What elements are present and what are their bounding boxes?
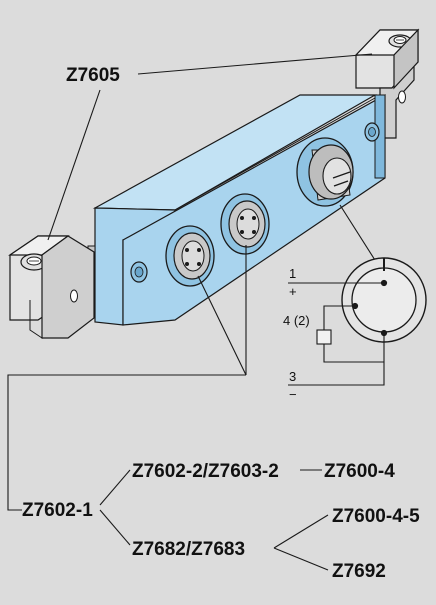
plug-connector <box>296 137 354 207</box>
pinout-diagram <box>288 257 427 386</box>
label-branch-lower-end-a: Z7600-4-5 <box>332 506 420 527</box>
clamp-left <box>8 235 95 339</box>
pin4-label: 4 (2) <box>283 313 310 328</box>
socket-middle <box>220 193 270 255</box>
label-branch-lower: Z7682/Z7683 <box>132 539 245 560</box>
pin3-label: 3 <box>289 369 296 384</box>
pin1-label: 1 <box>289 266 296 281</box>
label-main-part: Z7602-1 <box>22 500 93 521</box>
pin3-sign: − <box>289 387 297 402</box>
label-branch-upper-end: Z7600-4 <box>324 461 395 482</box>
leader-lines <box>7 53 381 571</box>
label-branch-upper: Z7602-2/Z7603-2 <box>132 461 279 482</box>
pin1-sign: + <box>289 284 297 299</box>
socket-left <box>165 225 215 287</box>
label-branch-lower-end-b: Z7692 <box>332 561 386 582</box>
label-clamp-part: Z7605 <box>66 65 120 86</box>
